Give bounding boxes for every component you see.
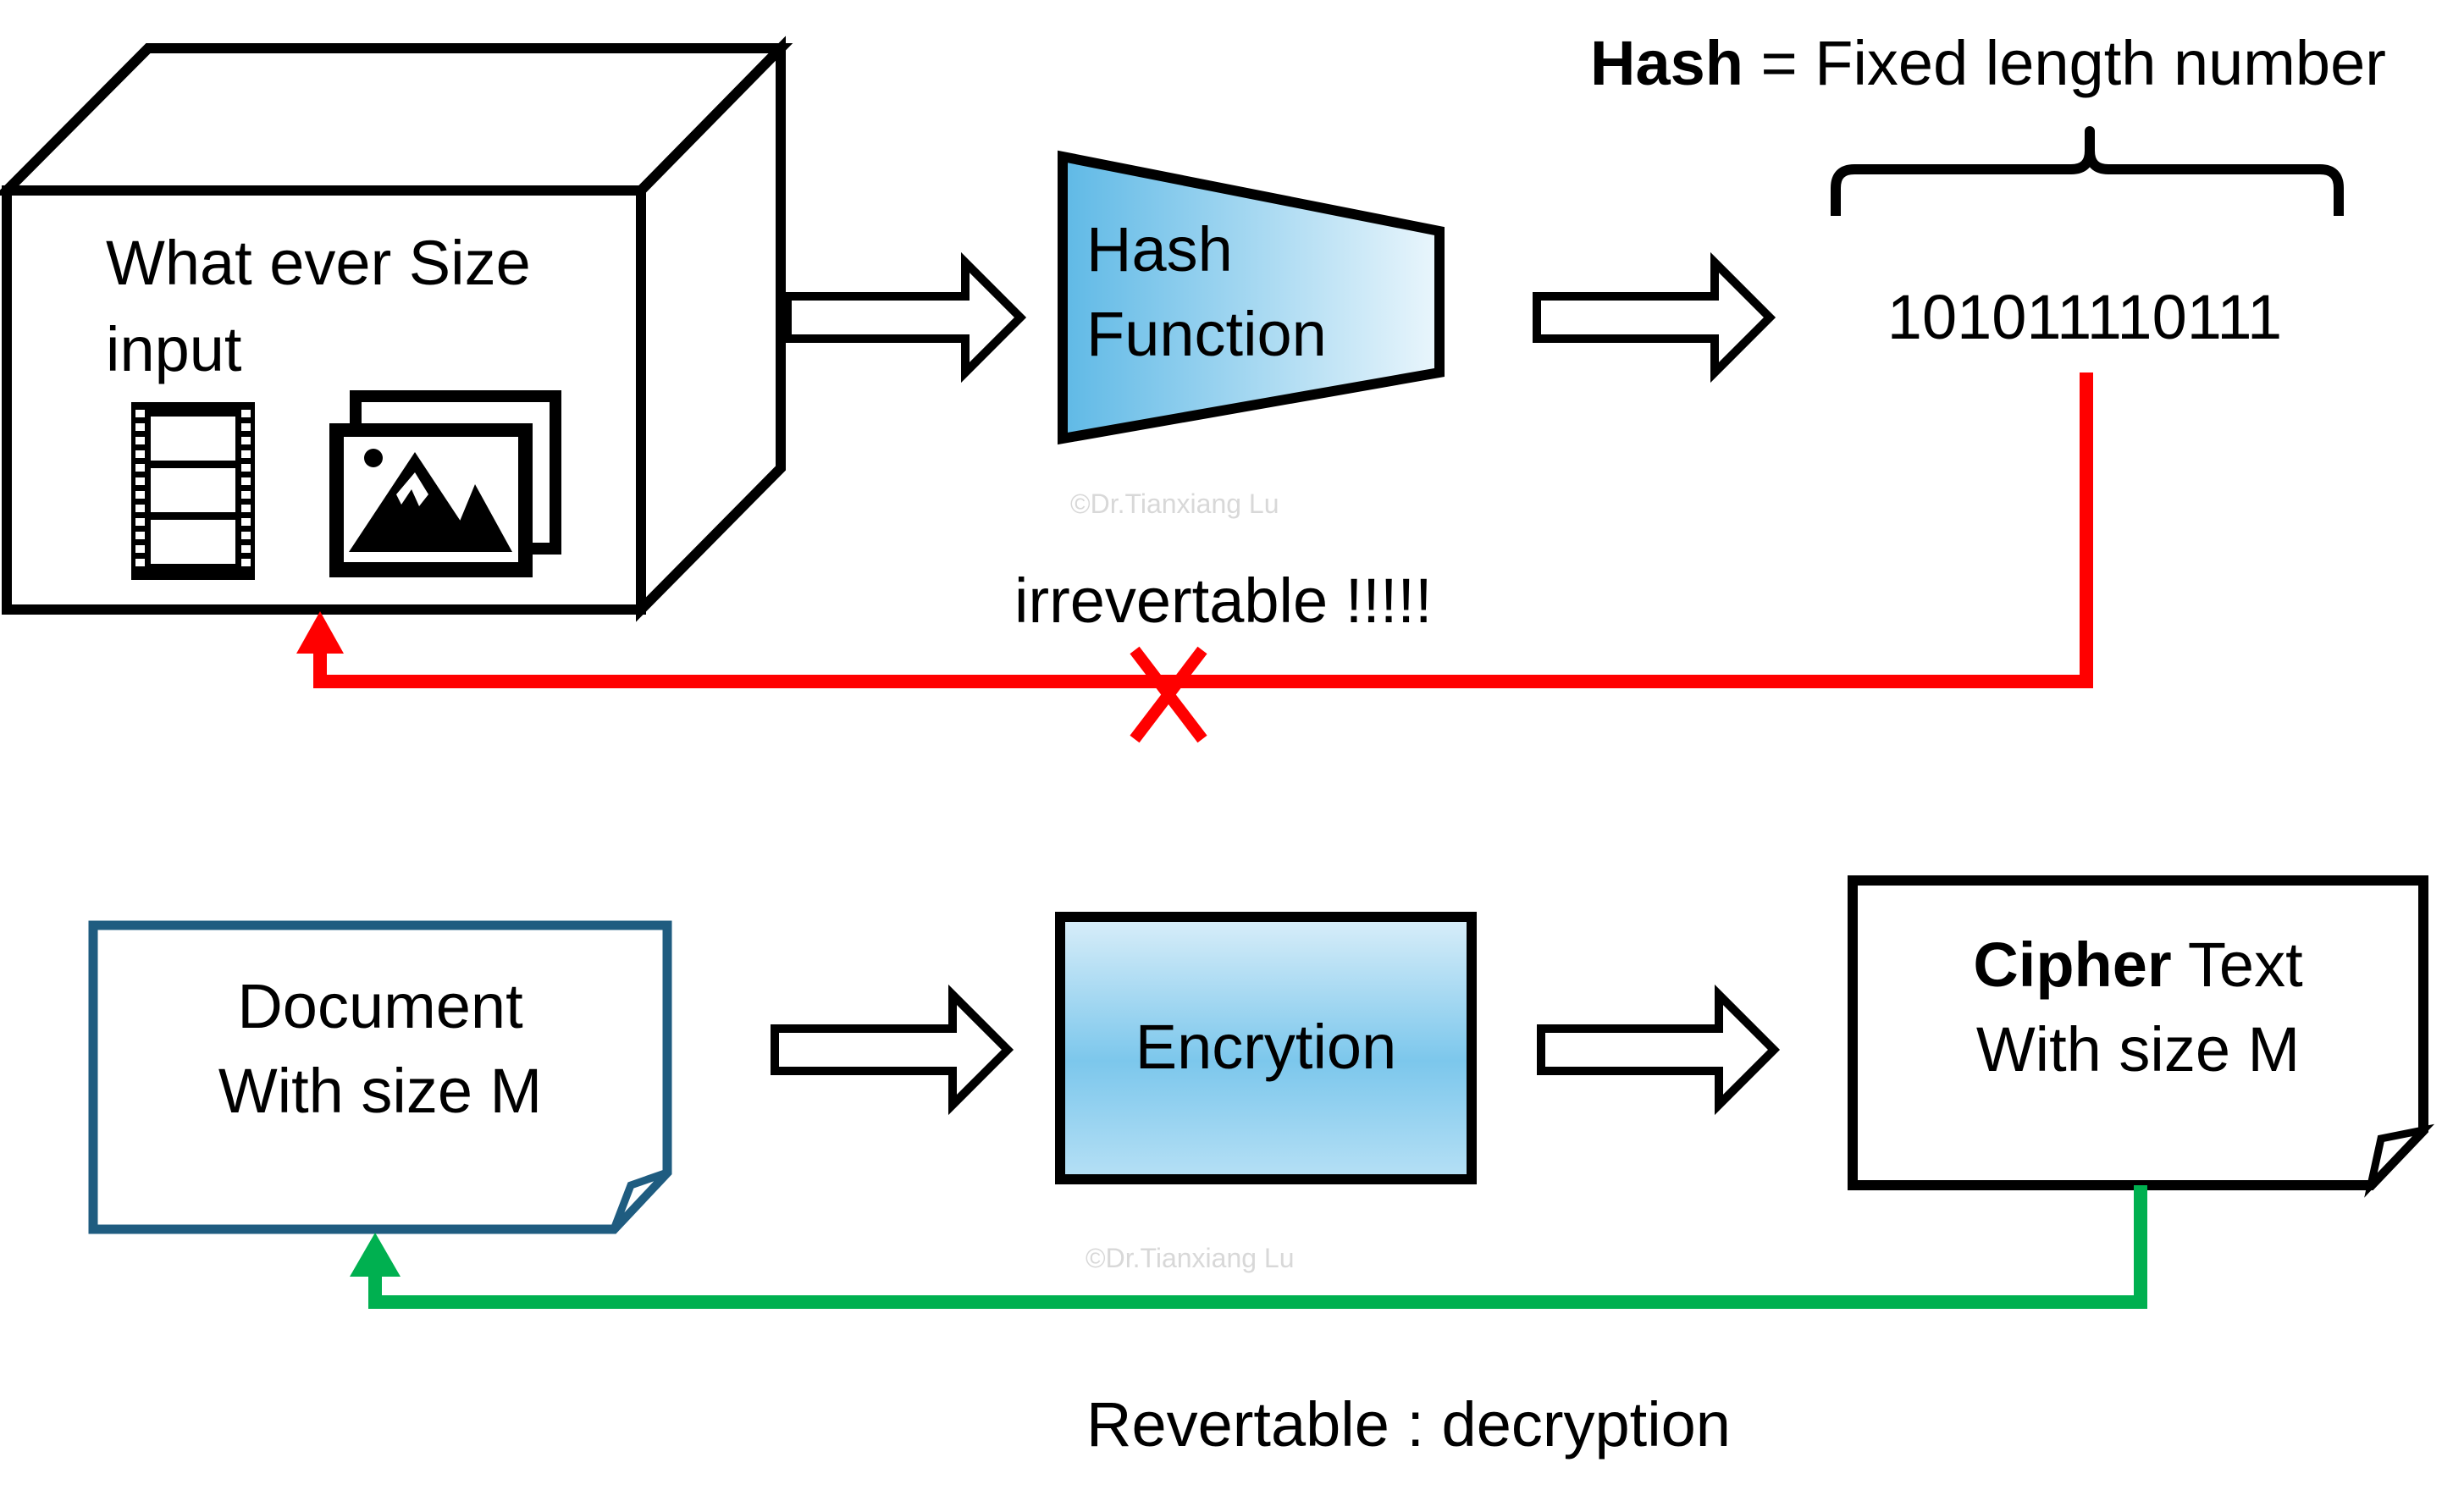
watermark-bottom: ©Dr.Tianxiang Lu xyxy=(1086,1243,1295,1273)
fixed-length-brace xyxy=(1831,126,2344,216)
hash-function-line1: Hash xyxy=(1086,214,1233,284)
hash-value: 101011110111 xyxy=(1887,282,2282,352)
film-strip-icon xyxy=(131,402,255,580)
reversible-arrowhead xyxy=(350,1233,401,1277)
cipher-document-fold xyxy=(2364,1123,2435,1198)
document-fold xyxy=(610,1168,671,1233)
arrow-to-hash-function xyxy=(783,251,1027,384)
arrow-to-encryption xyxy=(771,984,1014,1116)
hash-header: Hash = Fixed length number xyxy=(1590,28,2386,98)
input-box-line2: input xyxy=(106,314,242,384)
cipher-bold: Cipher xyxy=(1973,930,2171,1000)
encryption-label: Encrytion xyxy=(1135,1012,1396,1082)
hash-function-box xyxy=(1058,150,1445,445)
cipher-line2: With size M xyxy=(1976,1014,2300,1084)
reversible-label: Revertable : decryption xyxy=(1086,1389,1731,1460)
document-line1: Document xyxy=(237,971,523,1041)
image-gallery-icon xyxy=(329,390,561,577)
hash-header-rest: = Fixed length number xyxy=(1743,28,2386,98)
document-line2: With size M xyxy=(218,1056,542,1126)
reversible-path xyxy=(368,1185,2147,1309)
arrow-to-hash-value xyxy=(1533,251,1776,384)
irreversible-path xyxy=(313,372,2093,688)
watermark-top: ©Dr.Tianxiang Lu xyxy=(1070,488,1279,519)
irreversible-label: irrevertable !!!!! xyxy=(1014,566,1433,636)
hash-function-line2: Function xyxy=(1086,299,1327,369)
encryption-box xyxy=(1055,912,1477,1184)
irreversible-arrowhead xyxy=(296,611,344,654)
blocked-x-icon xyxy=(1130,646,1207,743)
input-cube xyxy=(0,36,793,622)
arrow-to-cipher xyxy=(1537,984,1781,1116)
hash-header-bold: Hash xyxy=(1590,28,1743,98)
input-box-line1: What ever Size xyxy=(106,228,531,298)
cipher-line1: Cipher Text xyxy=(1973,930,2303,1000)
cipher-rest: Text xyxy=(2172,930,2303,1000)
